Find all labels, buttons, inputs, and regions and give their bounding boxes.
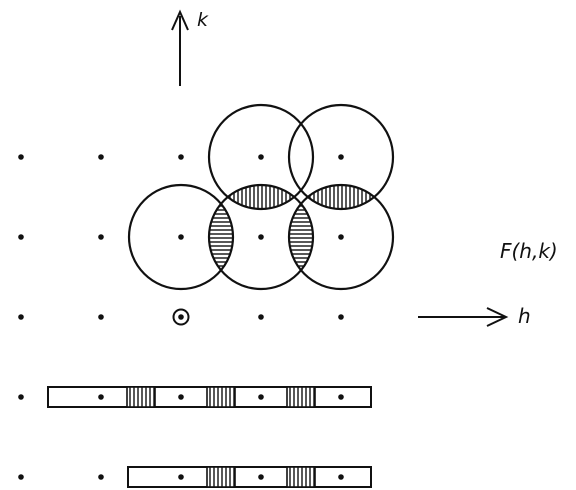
lattice-point-h0-k1 [18, 234, 24, 240]
strip-1-hatch-2 [206, 386, 236, 408]
lattice-point-h2-k2 [178, 154, 184, 160]
lattice-point-h4-k-2 [338, 474, 344, 480]
circle-h4-k1 [287, 183, 395, 291]
hatched-overlap-3 [227, 185, 295, 210]
lattice-point-h0-k0 [18, 314, 24, 320]
sampling-circles [127, 103, 395, 291]
lattice-point-h1-k0 [98, 314, 104, 320]
strip-1-hatch-1 [126, 386, 156, 408]
lattice-points [18, 154, 344, 480]
lattice-point-h1-k-1 [98, 394, 104, 400]
circle-h3-k2 [207, 103, 315, 211]
lattice-point-h3-k-2 [258, 474, 264, 480]
hatched-overlaps [209, 185, 375, 271]
h-axis-arrow [418, 307, 509, 327]
k-axis-label: k [197, 9, 209, 31]
strip-2-hatch-1 [206, 466, 236, 488]
circle-h2-k1 [127, 183, 235, 291]
function-label: F(h,k) [500, 239, 558, 263]
lattice-point-h4-k2 [338, 154, 344, 160]
lattice-point-h0-k2 [18, 154, 24, 160]
strip-2 [127, 466, 372, 488]
k-axis-arrow [171, 9, 189, 86]
lattice-point-h4-k0 [338, 314, 344, 320]
circle-h4-k2 [287, 103, 395, 211]
hatched-overlap-4 [307, 185, 375, 210]
circle-h3-k1 [207, 183, 315, 291]
lattice-point-h2-k0 [178, 314, 184, 320]
strip-2-hatch-2 [286, 466, 316, 488]
lattice-point-h3-k-1 [258, 394, 264, 400]
lattice-point-h2-k-2 [178, 474, 184, 480]
lattice-point-h0-k-2 [18, 474, 24, 480]
lattice-point-h1-k-2 [98, 474, 104, 480]
lattice-point-h4-k1 [338, 234, 344, 240]
lattice-point-h4-k-1 [338, 394, 344, 400]
sampling-strips [47, 386, 372, 488]
hatched-overlap-1 [209, 203, 233, 271]
lattice-point-h3-k2 [258, 154, 264, 160]
lattice-point-h1-k1 [98, 234, 104, 240]
h-axis-label: h [518, 304, 531, 328]
lattice-point-h2-k1 [178, 234, 184, 240]
hatched-overlap-2 [289, 203, 313, 271]
lattice-point-h3-k0 [258, 314, 264, 320]
lattice-point-h2-k-1 [178, 394, 184, 400]
lattice-point-h3-k1 [258, 234, 264, 240]
lattice-point-h0-k-1 [18, 394, 24, 400]
lattice-point-h1-k2 [98, 154, 104, 160]
strip-1-hatch-3 [286, 386, 316, 408]
